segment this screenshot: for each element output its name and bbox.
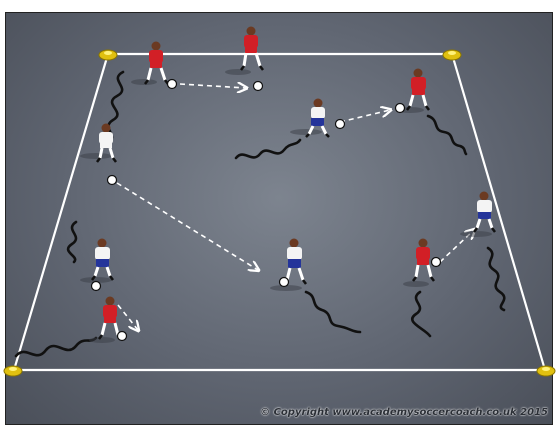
ball [254,82,263,91]
player-white-bottom-left [80,239,113,284]
player-red-top-left [131,42,168,86]
pass-line [340,110,390,122]
player-red-bottom-left [89,297,121,344]
ball [396,104,405,113]
pass-line [118,305,138,330]
ball [118,332,127,341]
ball [92,282,101,291]
player-red-bottom-right [403,239,434,288]
run-line [306,292,360,332]
ball [336,120,345,129]
ball [432,258,441,267]
copyright-notice: © Copyright www.academysoccercoach.co.uk… [260,407,548,418]
run-line [16,338,96,356]
pass-line [117,183,258,270]
pass-line [180,84,246,88]
run-line [412,292,430,336]
corner-cone [537,366,555,376]
player-red-top-center [225,27,263,76]
run-line [68,222,76,262]
corner-cone [4,366,22,376]
ball [280,278,289,287]
ball [108,176,117,185]
run-line [488,248,504,310]
player-white-center-top [290,99,329,138]
corner-cone [99,50,117,60]
area-boundary [14,54,545,370]
run-line [428,116,466,154]
run-line [236,140,300,158]
run-line [108,72,123,142]
player-white-right [460,192,495,238]
corner-cone [443,50,461,60]
ball [168,80,177,89]
